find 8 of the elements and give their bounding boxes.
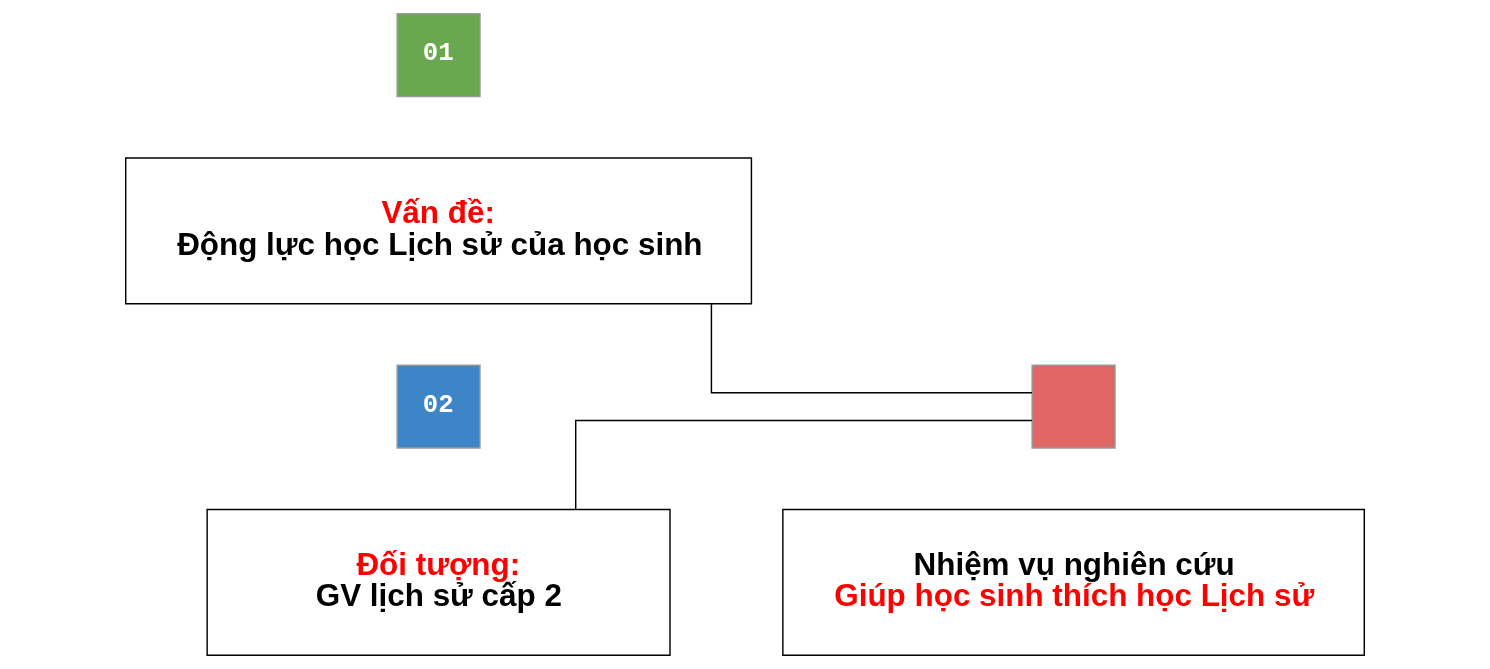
connector <box>710 303 1033 394</box>
node-box: 02 <box>396 364 481 449</box>
node-box: Vấn đề: Động lực học Lịch sử của học sinh <box>125 157 753 305</box>
connector <box>575 419 1033 511</box>
node-box: Đối tượng: GV lịch sử cấp 2 <box>206 508 671 656</box>
node-box <box>1031 364 1116 449</box>
node-box: Nhiệm vụ nghiên cứu Giúp học sinh thích học Lịch sử <box>782 508 1365 656</box>
node-box: 01 <box>396 13 481 98</box>
